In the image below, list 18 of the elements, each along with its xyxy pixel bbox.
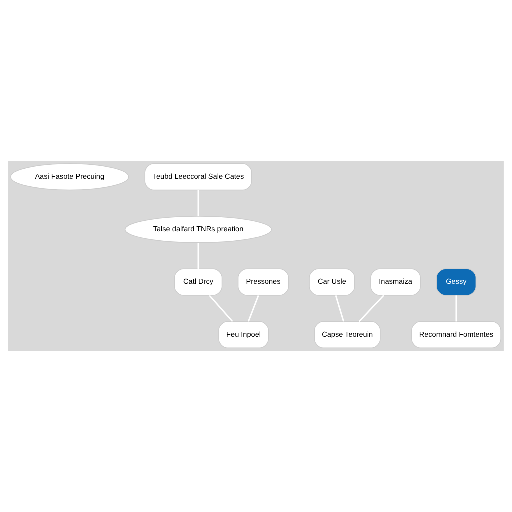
connector <box>248 295 260 322</box>
node-box: Teubd Leeccoral Sale Cates <box>144 164 252 191</box>
node-box: Catl Drcy <box>174 268 223 296</box>
connector <box>209 295 234 322</box>
node-ellipse: Talse dalfard TNRs preation <box>124 216 272 244</box>
node-box: Pressones <box>238 268 290 296</box>
connector <box>358 295 384 322</box>
node-box: Feu Inpoel <box>218 321 269 348</box>
connector <box>456 296 458 322</box>
node-ellipse: Aasi Fasote Precuing <box>10 164 130 191</box>
node-box: Gessy <box>436 268 477 296</box>
connector <box>198 190 200 216</box>
connector <box>198 243 200 270</box>
connector <box>335 295 345 322</box>
node-box: Recomnard Fomtentes <box>412 321 502 348</box>
node-box: Inasmaiza <box>370 268 421 296</box>
node-box: Capse Teoreuin <box>314 321 381 348</box>
node-box: Car Usle <box>309 268 356 296</box>
